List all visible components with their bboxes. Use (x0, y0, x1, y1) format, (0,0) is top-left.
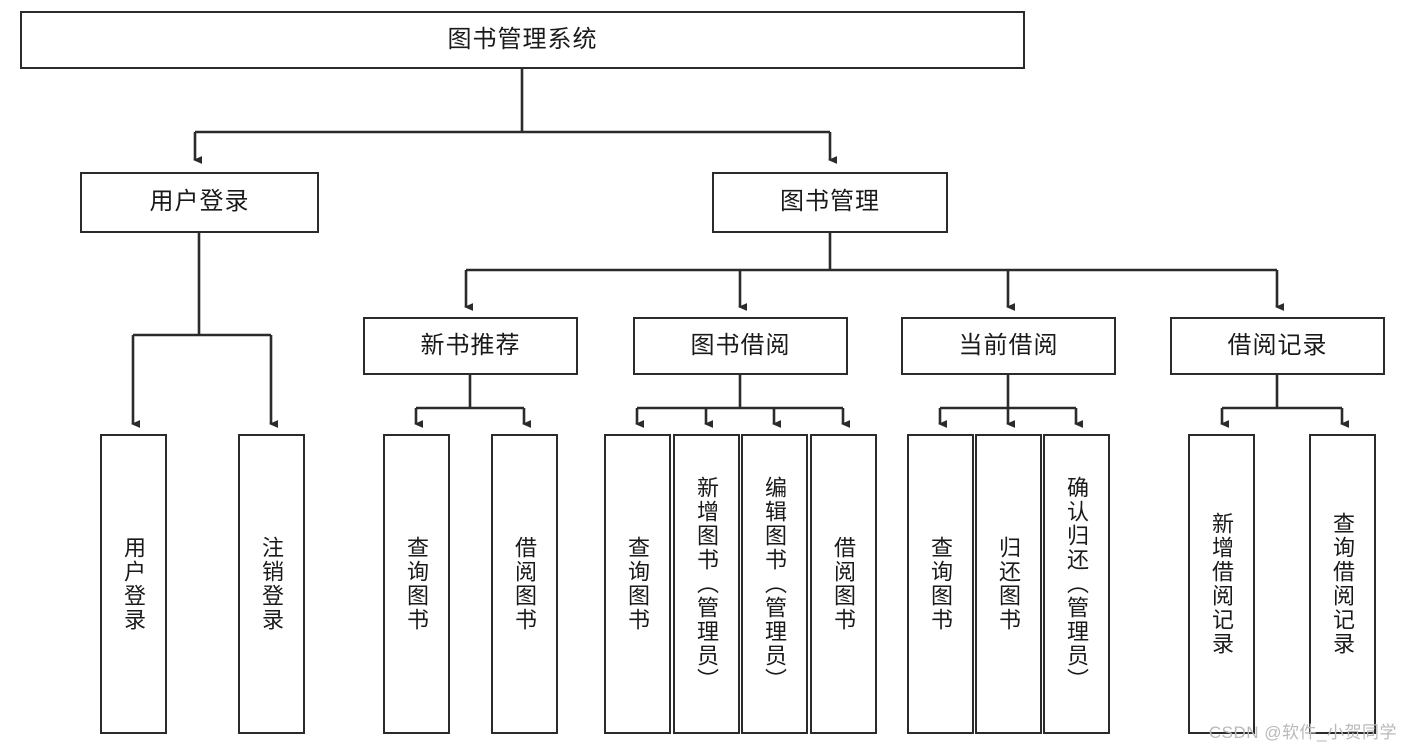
leaf-query-book-3[interactable]: 查询图书 (907, 434, 974, 734)
node-user-login[interactable]: 用户登录 (80, 172, 319, 233)
node-user-login-label: 用户登录 (149, 188, 250, 216)
leaf-user-login[interactable]: 用户登录 (100, 434, 167, 734)
leaf-add-book[interactable]: 新增图书（管理员） (673, 434, 740, 734)
node-new-book-recommend-label: 新书推荐 (420, 331, 521, 359)
node-new-book-recommend[interactable]: 新书推荐 (363, 317, 578, 375)
book-borrow-connectors (634, 375, 851, 429)
new-book-recommend-connectors (413, 375, 532, 429)
root-connectors (192, 69, 838, 165)
leaf-query-record-label: 查询借阅记录 (1330, 512, 1356, 656)
borrow-record-connectors (1219, 375, 1350, 429)
current-borrow-connectors (937, 375, 1084, 429)
leaf-user-logout-label: 注销登录 (259, 536, 285, 632)
leaf-confirm-return[interactable]: 确认归还（管理员） (1043, 434, 1110, 734)
node-book-borrow-label: 图书借阅 (690, 331, 791, 359)
node-root[interactable]: 图书管理系统 (20, 11, 1025, 69)
leaf-borrow-book-1-label: 借阅图书 (512, 536, 538, 632)
node-book-borrow[interactable]: 图书借阅 (633, 317, 848, 375)
watermark: CSDN @软件_小贺同学 (1208, 723, 1397, 742)
leaf-borrow-book-2[interactable]: 借阅图书 (810, 434, 877, 734)
leaf-query-book-1-label: 查询图书 (404, 536, 430, 632)
node-root-label: 图书管理系统 (447, 25, 598, 53)
node-borrow-record[interactable]: 借阅记录 (1170, 317, 1385, 375)
leaf-query-book-2[interactable]: 查询图书 (604, 434, 671, 734)
leaf-borrow-book-1[interactable]: 借阅图书 (491, 434, 558, 734)
leaf-return-book[interactable]: 归还图书 (975, 434, 1042, 734)
leaf-edit-book-label: 编辑图书（管理员） (762, 476, 788, 692)
node-current-borrow-label: 当前借阅 (958, 331, 1059, 359)
node-book-manage-label: 图书管理 (780, 188, 880, 216)
leaf-add-book-label: 新增图书（管理员） (694, 476, 720, 692)
leaf-query-book-1[interactable]: 查询图书 (383, 434, 450, 734)
leaf-user-login-label: 用户登录 (121, 536, 147, 632)
leaf-edit-book[interactable]: 编辑图书（管理员） (741, 434, 808, 734)
leaf-user-logout[interactable]: 注销登录 (238, 434, 305, 734)
leaf-confirm-return-label: 确认归还（管理员） (1064, 476, 1090, 692)
node-current-borrow[interactable]: 当前借阅 (901, 317, 1116, 375)
leaf-borrow-book-2-label: 借阅图书 (831, 536, 857, 632)
leaf-add-record-label: 新增借阅记录 (1209, 512, 1235, 656)
leaf-return-book-label: 归还图书 (996, 536, 1022, 632)
leaf-query-book-3-label: 查询图书 (928, 536, 954, 632)
leaf-add-record[interactable]: 新增借阅记录 (1188, 434, 1255, 734)
node-borrow-record-label: 借阅记录 (1227, 331, 1328, 359)
book-manage-connectors (463, 233, 1285, 312)
leaf-query-book-2-label: 查询图书 (625, 536, 651, 632)
leaf-query-record[interactable]: 查询借阅记录 (1309, 434, 1376, 734)
user-login-connectors (130, 233, 279, 429)
node-book-manage[interactable]: 图书管理 (712, 172, 948, 233)
